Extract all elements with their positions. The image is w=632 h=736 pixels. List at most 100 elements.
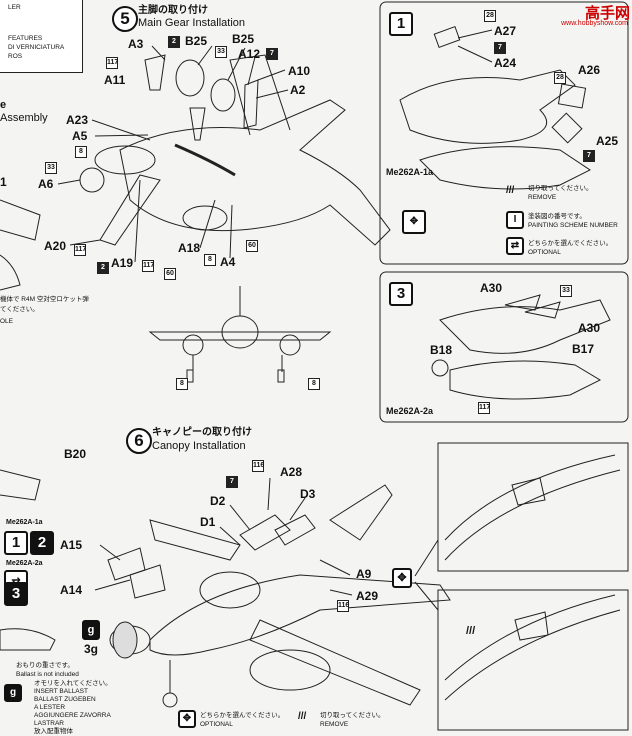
part-A10: A10 xyxy=(288,64,311,78)
step-5-title-jp: 主脚の取り付け xyxy=(138,5,208,16)
step6-fuselage xyxy=(149,574,451,656)
step-5-number: 5 xyxy=(112,6,138,32)
color-117-3: 117 xyxy=(142,260,154,272)
part-B17: B17 xyxy=(572,342,595,356)
p3-color-33: 33 xyxy=(560,285,572,297)
part-A26: A26 xyxy=(578,63,601,77)
canopy-optional-icon: ✥ xyxy=(392,568,412,588)
part-A4: A4 xyxy=(220,255,236,269)
part-A23: A23 xyxy=(66,113,89,127)
bottom-optional-jp: どちらかを選んでください。 xyxy=(200,712,285,719)
canopy-remove-icon: /// xyxy=(466,625,476,637)
part-A19: A19 xyxy=(111,256,134,270)
color-7: 7 xyxy=(266,48,278,60)
bottom-remove-en: REMOVE xyxy=(320,721,349,728)
color-117: 117 xyxy=(106,57,118,69)
ballast-icon: g xyxy=(82,620,100,640)
ballast-note-4: INSERT BALLAST xyxy=(34,688,88,695)
part-A3: A3 xyxy=(128,37,144,51)
color-33: 33 xyxy=(215,46,227,58)
step-6-number: 6 xyxy=(126,428,152,454)
color-8: 8 xyxy=(75,146,87,158)
color-33-2: 33 xyxy=(45,162,57,174)
ballast-note-1: おもりの重さです。 xyxy=(16,662,74,669)
part-A5: A5 xyxy=(72,129,88,143)
color-60-2: 60 xyxy=(246,240,258,252)
left-fragment-e: e xyxy=(0,99,7,111)
step6-tail xyxy=(329,484,393,541)
step5-engine xyxy=(182,205,228,231)
legend-remove-jp: 切り取ってください。 xyxy=(528,185,593,192)
part-A2: A2 xyxy=(290,83,306,97)
step5-fuselage xyxy=(119,99,391,246)
p1-color-28-2: 28 xyxy=(554,72,566,84)
part-A29: A29 xyxy=(356,589,379,603)
variant-1-caption: Me262A-1a xyxy=(6,519,43,526)
part-A30-2: A30 xyxy=(578,321,601,335)
part-A18: A18 xyxy=(178,241,201,255)
part-A12: A12 xyxy=(238,47,261,61)
p1-color-7: 7 xyxy=(494,42,506,54)
variant-2-caption: Me262A-2a xyxy=(6,560,43,567)
left-note-line-1: 機体で R4M 空対空ロケット弾 xyxy=(0,296,89,303)
front-view-wing xyxy=(148,331,332,341)
watermark-url: www.hobbyshow.com xyxy=(561,20,628,27)
left-note-line-3: OLE xyxy=(0,318,14,325)
s6-color-116-2: 116 xyxy=(337,600,349,612)
s6-color-7: 7 xyxy=(226,476,238,488)
bottom-remove-jp: 切り取ってください。 xyxy=(320,712,385,719)
canopy-detail-bottom-border xyxy=(437,589,629,731)
ballast-note-8: LASTRAR xyxy=(34,720,64,727)
ballast-icon-2: g xyxy=(4,684,22,702)
part-D2: D2 xyxy=(210,494,226,508)
part-A30: A30 xyxy=(480,281,503,295)
part-D3: D3 xyxy=(300,487,316,501)
part-B25-2: B25 xyxy=(232,32,255,46)
step5-tail xyxy=(229,54,291,136)
left-fragment-one: 1 xyxy=(0,175,7,189)
legend-remove-en: REMOVE xyxy=(528,194,557,201)
color-2-2: 2 xyxy=(97,262,109,274)
panel1-caption: Me262A-1a xyxy=(386,167,434,177)
variant-3-marker: 3 xyxy=(4,582,28,606)
part-A20: A20 xyxy=(44,239,67,253)
ballast-note-2: Ballast is not included xyxy=(16,671,79,678)
part-A24: A24 xyxy=(494,56,517,70)
optional-icon: ✥ xyxy=(402,210,426,234)
part-A28: A28 xyxy=(280,465,303,479)
optional-small-icon: ⇄ xyxy=(506,237,524,255)
s6-color-116: 116 xyxy=(252,460,264,472)
ballast-note-9: 放入配重物体 xyxy=(34,728,73,735)
left-note-line-2: てください。 xyxy=(0,306,39,313)
part-A11: A11 xyxy=(104,73,126,87)
part-B25: B25 xyxy=(185,34,208,48)
panel-3-border xyxy=(379,271,629,423)
left-fragment-assembly: Assembly xyxy=(0,112,48,124)
ballast-note-3: オモリを入れてください。 xyxy=(34,680,112,687)
ballast-note-5: BALLAST ZUGEBEN xyxy=(34,696,96,703)
part-A25: A25 xyxy=(596,134,619,148)
bottom-optional-en: OPTIONAL xyxy=(200,721,233,728)
bottom-remove-icon: /// xyxy=(298,711,307,722)
color-60: 60 xyxy=(164,268,176,280)
legend-scheme-en: PAINTING SCHEME NUMBER xyxy=(528,222,618,229)
part-D1: D1 xyxy=(200,515,216,529)
step5-engine-left xyxy=(94,145,156,175)
p1-color-7-2: 7 xyxy=(583,150,595,162)
part-A14: A14 xyxy=(60,583,83,597)
panel-1-border xyxy=(379,1,629,265)
bottom-optional-icon: ✥ xyxy=(178,710,196,728)
part-A9: A9 xyxy=(356,567,372,581)
part-A15: A15 xyxy=(60,538,83,552)
color-8-2: 8 xyxy=(204,254,216,266)
color-8-3: 8 xyxy=(176,378,188,390)
legend-optional-jp: どちらかを選んでください。 xyxy=(528,240,613,247)
step-6-title-en: Canopy Installation xyxy=(152,440,246,452)
paint-legend-box: LER FEATURES DI VERNICIATURA ROS xyxy=(0,0,83,73)
step-5-title-en: Main Gear Installation xyxy=(138,17,245,29)
scheme-1-marker: 1 xyxy=(389,12,413,36)
ballast-note-6: A LESTER xyxy=(34,704,66,711)
legend-optional-en: OPTIONAL xyxy=(528,249,561,256)
